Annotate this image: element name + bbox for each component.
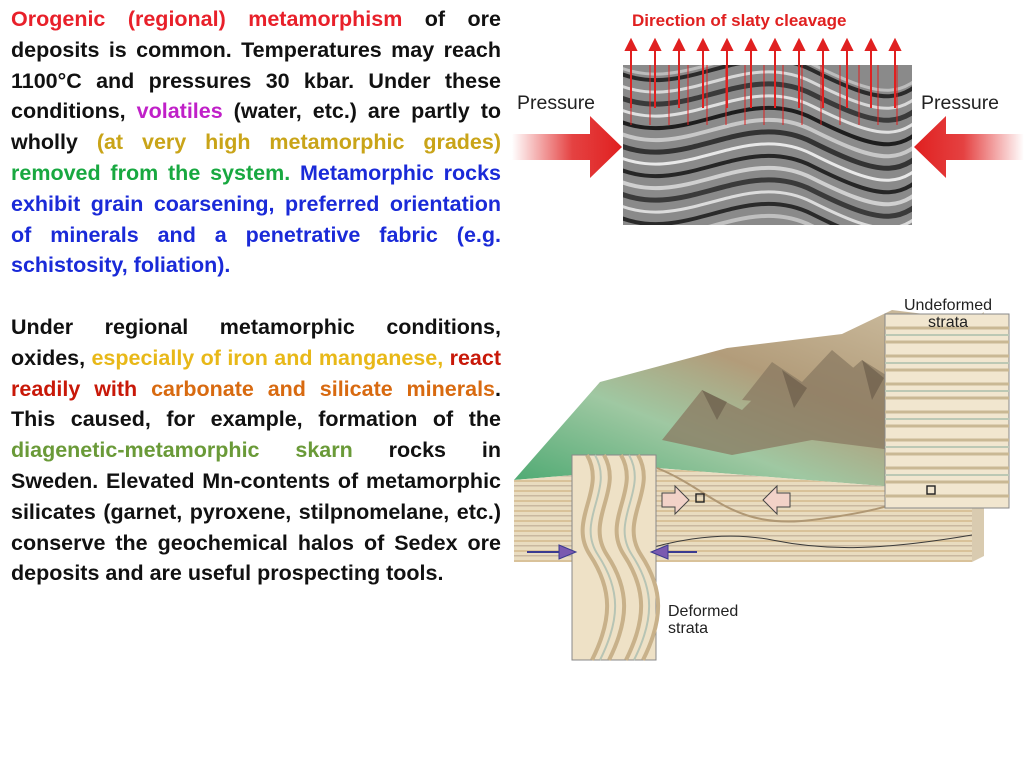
deformation-block-diagram bbox=[514, 310, 1010, 661]
body-text: Orogenic (regional) metamorphism of ore … bbox=[11, 4, 501, 589]
text-segment: Under regional metamorphic conditions, o… bbox=[11, 314, 501, 370]
text-segment: (water, etc.) are partly to wholly bbox=[11, 99, 501, 155]
paragraph-orogenic: Orogenic (regional) metamorphism of ore … bbox=[11, 4, 501, 281]
text-segment: of ore deposits is common. Temperatures … bbox=[11, 7, 501, 124]
term-react-readily: react readily with bbox=[11, 345, 501, 401]
undeformed-strata-label: Undeformed strata bbox=[903, 297, 993, 331]
text-segment: rocks in Sweden. Elevated Mn-contents of… bbox=[11, 438, 501, 586]
pressure-arrow-right bbox=[914, 116, 1024, 178]
term-orogenic-metamorphism: Orogenic (regional) metamorphism bbox=[11, 7, 403, 31]
term-volatiles: volatiles bbox=[136, 99, 223, 124]
term-skarn: diagenetic-metamorphic skarn bbox=[11, 438, 353, 463]
pressure-arrow-left bbox=[512, 116, 622, 178]
paragraph-oxides: Under regional metamorphic conditions, o… bbox=[11, 312, 501, 589]
term-iron-manganese: especially of iron and manganese, bbox=[91, 345, 444, 370]
term-high-grades: (at very high metamorphic grades) bbox=[96, 130, 502, 155]
text-segment bbox=[290, 161, 300, 185]
slaty-cleavage-figure bbox=[512, 37, 1024, 225]
text-segment: . This caused, for example, formation of… bbox=[11, 376, 501, 432]
pressure-label-left: Pressure bbox=[517, 92, 596, 114]
compression-arrows bbox=[527, 484, 791, 560]
text-segment bbox=[137, 377, 151, 401]
deformed-strata-column bbox=[571, 454, 661, 661]
mountain-ridges bbox=[662, 350, 932, 455]
folded-rock-sample bbox=[623, 65, 912, 225]
cleavage-title: Direction of slaty cleavage bbox=[632, 11, 847, 30]
term-metamorphic-rocks: Metamorphic rocks exhibit grain coarseni… bbox=[11, 160, 501, 278]
pressure-label-right: Pressure bbox=[921, 92, 1000, 114]
deformed-strata-label: Deformed strata bbox=[668, 603, 739, 637]
term-removed: removed from the system. bbox=[11, 160, 291, 185]
sample-marker bbox=[926, 485, 936, 495]
undeformed-strata-column bbox=[884, 313, 1010, 509]
sample-marker bbox=[695, 493, 705, 503]
cleavage-arrows bbox=[624, 37, 902, 108]
term-carbonate-silicate: carbonate and silicate minerals bbox=[151, 376, 495, 401]
